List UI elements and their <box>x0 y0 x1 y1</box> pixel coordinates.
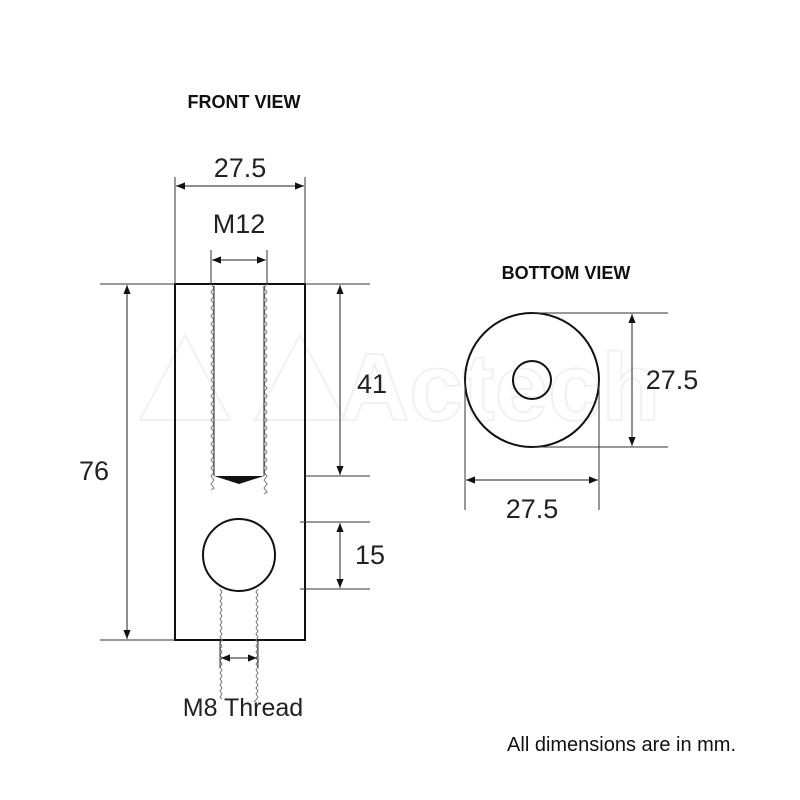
m8-thread-bore <box>219 588 259 703</box>
cross-hole <box>202 518 276 592</box>
m12-thread-left-wall <box>210 283 215 491</box>
watermark-logo-icon <box>138 332 347 421</box>
offset-dim-label: 15 <box>355 540 385 570</box>
bottom-inner-hole <box>512 360 552 400</box>
m12-drill-point <box>214 476 264 484</box>
m8-thread-right-wall <box>253 588 259 703</box>
depth-dim-label: 41 <box>357 369 387 399</box>
bottom-height-dim-label: 27.5 <box>646 365 699 395</box>
m8-thread-left-wall <box>219 588 223 700</box>
m12-dim-label: M12 <box>213 209 266 239</box>
height-dim-label: 76 <box>79 456 109 486</box>
m8-thread-label: M8 Thread <box>183 694 303 722</box>
m12-thread-bore <box>210 283 268 495</box>
bottom-view-title: BOTTOM VIEW <box>502 263 631 283</box>
watermark-text: Actech <box>340 334 660 441</box>
bottom-width-dim-label: 27.5 <box>506 494 559 524</box>
front-width-dim-label: 27.5 <box>214 153 267 183</box>
front-view-title: FRONT VIEW <box>188 92 301 112</box>
watermark: Actech <box>138 332 661 442</box>
units-note: All dimensions are in mm. <box>507 734 736 756</box>
front-body-outline <box>174 283 306 641</box>
